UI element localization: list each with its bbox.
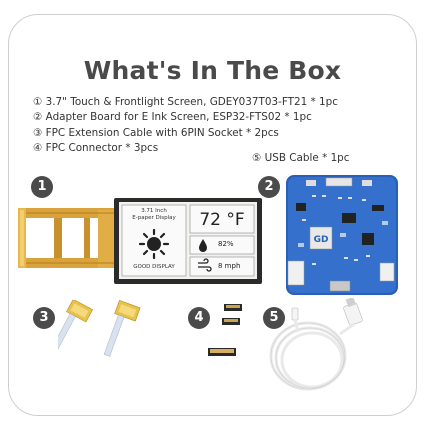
badge-1: 1	[31, 176, 53, 198]
epaper-screen-image: 3.71 Inch E-paper Display GOOD DISPLAY 7…	[14, 196, 264, 286]
item-number: ④	[33, 142, 43, 155]
item-text: FPC Connector * 3pcs	[45, 142, 159, 155]
item-number: ③	[33, 126, 43, 139]
screen-temperature: 72 °F	[199, 210, 245, 230]
list-item: ③ FPC Extension Cable with 6PIN Socket *…	[33, 126, 338, 141]
screen-wind: 8 mph	[218, 262, 241, 270]
screen-humidity: 82%	[218, 240, 234, 248]
badge-5: 5	[263, 307, 285, 329]
item-text: Adapter Board for E Ink Screen, ESP32-FT…	[45, 111, 312, 124]
list-item: ② Adapter Board for E Ink Screen, ESP32-…	[33, 110, 338, 125]
droplet-icon	[199, 239, 207, 252]
fpc-connector-image	[204, 300, 254, 360]
item-text: USB Cable * 1pc	[264, 152, 350, 164]
fpc-extension-cable-image	[51, 298, 168, 360]
screen-header-line1: 3.71 Inch	[141, 208, 167, 214]
item-number: ①	[33, 96, 43, 108]
contents-list: ① 3.7" Touch & Frontlight Screen, GDEY03…	[33, 95, 338, 157]
item-number: ②	[33, 111, 43, 124]
list-item: ④ FPC Connector * 3pcs	[33, 141, 338, 156]
item-text: 3.7" Touch & Frontlight Screen, GDEY037T…	[45, 96, 338, 108]
sun-icon	[138, 228, 170, 260]
svg-text:GD: GD	[314, 235, 329, 245]
page-title: What's In The Box	[83, 56, 342, 85]
badge-4: 4	[188, 307, 210, 329]
item-number: ⑤	[252, 152, 262, 164]
screen-header-line2: E-paper Display	[132, 215, 176, 221]
list-item: ⑤ USB Cable * 1pc	[252, 151, 350, 166]
usb-cable-image	[268, 296, 378, 398]
badge-2: 2	[258, 176, 280, 198]
list-item: ① 3.7" Touch & Frontlight Screen, GDEY03…	[33, 95, 338, 110]
badge-3: 3	[33, 307, 55, 329]
adapter-board-image: GD	[282, 173, 402, 297]
screen-footer: GOOD DISPLAY	[133, 264, 175, 270]
wind-icon	[198, 258, 212, 272]
item-text: FPC Extension Cable with 6PIN Socket * 2…	[45, 126, 279, 139]
